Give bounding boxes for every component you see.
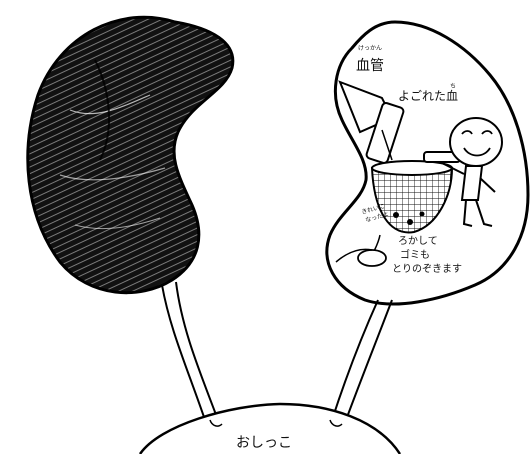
filter-note-line3: とりのぞきます: [392, 263, 462, 275]
blood-vessel-ruby: けっかん: [358, 45, 382, 52]
filter-note-line2: ゴミも: [400, 248, 430, 261]
left-kidney: [28, 17, 233, 292]
blood-vessel-label: 血管: [356, 58, 384, 74]
right-ureter: [332, 300, 392, 420]
left-ureter: [162, 282, 218, 420]
dirty-blood-label: よごれた血: [398, 88, 458, 103]
urine-label: おしっこ: [236, 435, 292, 451]
filter-note-line1: ろかして: [398, 235, 438, 247]
